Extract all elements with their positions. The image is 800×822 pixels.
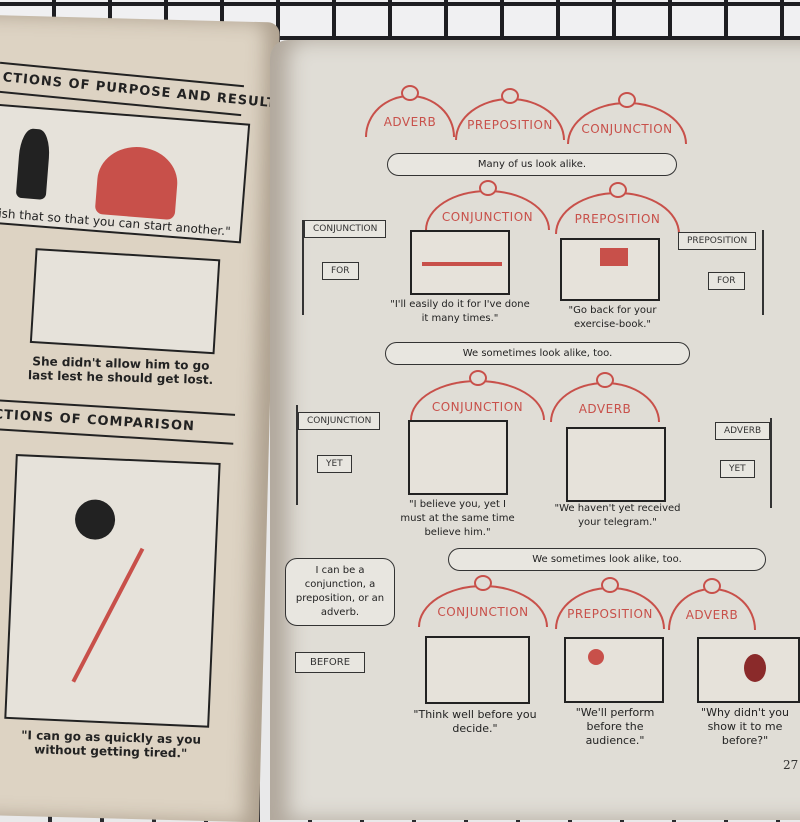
sign-yet: YET [720, 460, 755, 478]
illustration-bears-tree [697, 637, 800, 703]
hump-label: ADVERB [685, 608, 739, 622]
caption-before-preposition: "We'll perform before the audience." [575, 706, 655, 747]
sign-for: FOR [708, 272, 745, 290]
caption-yet-adverb: "We haven't yet received your telegram." [554, 503, 681, 528]
hump-adverb: ADVERB [365, 85, 455, 137]
flag-pole [302, 220, 304, 315]
honeycomb [744, 654, 766, 682]
red-stilt [71, 547, 145, 683]
flag-adverb: ADVERB [715, 422, 771, 440]
illustration-birds-stilts [4, 454, 221, 728]
illustration-doorway [566, 427, 666, 502]
flag-conjunction: CONJUNCTION [298, 412, 381, 430]
hump-conjunction: CONJUNCTION [567, 92, 687, 144]
flag-pole [762, 230, 764, 315]
hump-adverb: ADVERB [550, 372, 660, 422]
hump-preposition: PREPOSITION [555, 577, 665, 629]
illustration-ant-weights [410, 230, 510, 295]
side-speech-bubble: I can be a conjunction, a preposition, o… [285, 558, 395, 626]
caption-for-conjunction: "I'll easily do it for I've done it many… [390, 299, 530, 324]
speech-bubble-3: We sometimes look alike, too. [448, 548, 766, 571]
hump-label: CONJUNCTION [581, 122, 673, 136]
illustration-ladies: inish that so that you can start another… [0, 103, 251, 244]
flag-preposition: PREPOSITION [678, 232, 757, 250]
illustration-hen-chicks [29, 248, 221, 355]
right-page: ADVERB PREPOSITION CONJUNCTION Many of u… [270, 40, 800, 820]
hump-conjunction: CONJUNCTION [425, 180, 550, 230]
black-dress-figure [15, 127, 52, 200]
red-balloon [588, 649, 604, 665]
caption-before-conjunction: "Think well before you decide." [413, 708, 537, 735]
red-book [600, 248, 628, 266]
illustration-performers [564, 637, 664, 703]
hump-conjunction: CONJUNCTION [418, 575, 548, 627]
red-dress-figure [94, 144, 180, 221]
hump-label: ADVERB [383, 115, 437, 129]
illustration-mother-children [408, 420, 508, 495]
hump-label: CONJUNCTION [437, 605, 529, 619]
hump-preposition: PREPOSITION [455, 88, 565, 140]
hump-label: ADVERB [578, 402, 632, 416]
hump-label: PREPOSITION [574, 212, 661, 226]
section-heading-comparison: CTIONS OF COMPARISON [0, 398, 236, 445]
hump-label: CONJUNCTION [441, 210, 534, 224]
hump-conjunction: CONJUNCTION [410, 370, 545, 420]
flag-pole [296, 405, 298, 505]
bird-figure [74, 498, 116, 541]
page-number: 27 [783, 758, 799, 772]
hump-label: CONJUNCTION [431, 400, 524, 414]
hump-label: PREPOSITION [467, 118, 553, 132]
left-page: CTIONS OF PURPOSE AND RESULT inish that … [0, 15, 280, 822]
sign-before: BEFORE [295, 652, 366, 673]
speech-bubble-2: We sometimes look alike, too. [385, 342, 690, 365]
caption-hen: She didn't allow him to go last lest he … [27, 354, 214, 387]
hump-preposition: PREPOSITION [555, 182, 680, 234]
caption-for-preposition: "Go back for your exercise-book." [568, 305, 657, 330]
barbell [422, 262, 502, 266]
hump-adverb: ADVERB [668, 578, 756, 630]
caption-yet-conjunction: "I believe you, yet I must at the same t… [400, 499, 515, 538]
speech-bubble-1: Many of us look alike. [387, 153, 677, 176]
flag-pole [770, 418, 772, 508]
flag-conjunction: CONJUNCTION [304, 220, 387, 238]
hump-label: PREPOSITION [567, 607, 653, 621]
caption-before-adverb: "Why didn't you show it to me before?" [701, 706, 789, 747]
sign-for: FOR [322, 262, 359, 280]
illustration-control-panel [425, 636, 530, 704]
caption-comparison: "I can go as quickly as you without gett… [21, 728, 202, 761]
sign-yet: YET [317, 455, 352, 473]
illustration-go-back [560, 238, 660, 301]
